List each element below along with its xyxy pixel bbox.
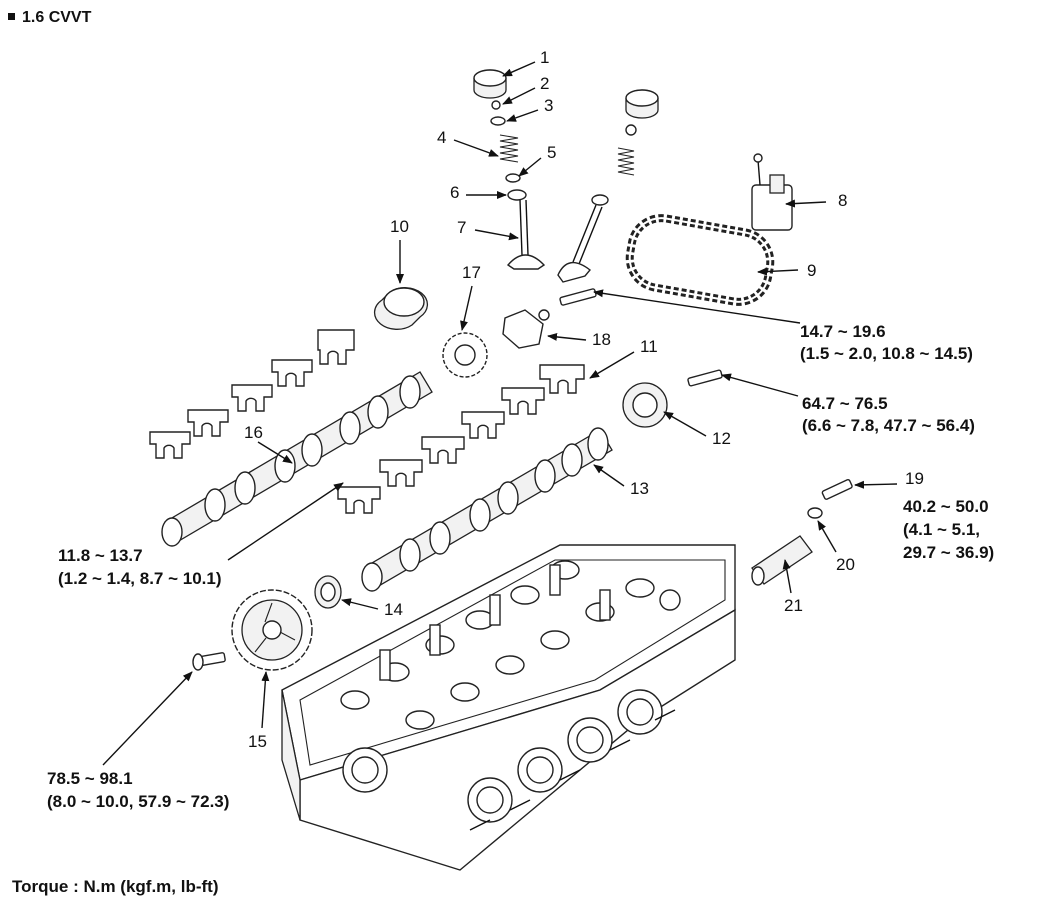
torque-spec-3-main: 40.2 ~ 50.0 (903, 497, 989, 516)
bearing-seal-10 (373, 287, 429, 330)
callout-11: 11 (640, 337, 658, 356)
bearing-caps-intake (149, 329, 355, 459)
torque-spec-ocv: 40.2 ~ 50.0 (4.1 ~ 5.1, 29.7 ~ 36.9) (903, 497, 994, 562)
callout-19: 19 (905, 469, 924, 488)
callout-5: 5 (547, 143, 556, 162)
torque-spec-1-main: 14.7 ~ 19.6 (800, 322, 886, 341)
oil-seal-14 (314, 575, 342, 609)
valve-assembly-right (557, 89, 659, 283)
bolts (559, 288, 853, 500)
torque-spec-sprocket-bolt: 64.7 ~ 76.5 (6.6 ~ 7.8, 47.7 ~ 56.4) (721, 373, 975, 435)
valve-assembly-left (473, 69, 546, 270)
callout-8: 8 (838, 191, 847, 210)
title-bullet (8, 13, 15, 20)
torque-spec-5-main: 78.5 ~ 98.1 (47, 769, 133, 788)
callouts: 1 2 3 4 5 6 7 8 9 10 11 12 13 14 15 16 1… (244, 48, 924, 751)
callout-4: 4 (437, 128, 446, 147)
camshaft-16 (161, 371, 433, 547)
exhaust-sprocket-17 (442, 332, 488, 378)
title-block: 1.6 CVVT (8, 9, 92, 26)
torque-unit-note: Torque : N.m (kgf.m, lb-ft) (12, 877, 219, 896)
chain-tensioner (751, 153, 793, 231)
callout-10: 10 (390, 217, 409, 236)
timing-chain (625, 214, 775, 306)
page-title: 1.6 CVVT (22, 9, 92, 26)
torque-spec-2-sub: (6.6 ~ 7.8, 47.7 ~ 56.4) (802, 416, 975, 435)
callout-3: 3 (544, 96, 553, 115)
callout-12: 12 (712, 429, 731, 448)
cam-sprocket-15 (231, 589, 313, 671)
torque-spec-bearing-cap: 11.8 ~ 13.7 (1.2 ~ 1.4, 8.7 ~ 10.1) (58, 482, 344, 588)
torque-specs: 14.7 ~ 19.6 (1.5 ~ 2.0, 10.8 ~ 14.5) 64.… (47, 289, 994, 811)
exhaust-ports (342, 689, 663, 823)
cam-lobes-16 (204, 375, 421, 522)
cam-lobes-13 (399, 427, 609, 572)
torque-spec-4-main: 11.8 ~ 13.7 (58, 546, 143, 565)
torque-spec-3-sub1: (4.1 ~ 5.1, (903, 520, 980, 539)
head-studs (469, 709, 676, 831)
torque-spec-2-main: 64.7 ~ 76.5 (802, 394, 888, 413)
rotor-18 (502, 309, 550, 349)
callout-21: 21 (784, 596, 803, 615)
callout-2: 2 (540, 74, 549, 93)
head-guides (379, 564, 611, 681)
callout-7: 7 (457, 218, 466, 237)
callout-9: 9 (807, 261, 816, 280)
ocv-filter-20-21 (751, 507, 823, 586)
bearing-caps-exhaust (337, 364, 585, 514)
torque-spec-cam-sprocket: 78.5 ~ 98.1 (8.0 ~ 10.0, 57.9 ~ 72.3) (47, 671, 229, 811)
callout-20: 20 (836, 555, 855, 574)
callout-16: 16 (244, 423, 263, 442)
callout-17: 17 (462, 263, 481, 282)
torque-spec-4-sub: (1.2 ~ 1.4, 8.7 ~ 10.1) (58, 569, 222, 588)
callout-13: 13 (630, 479, 649, 498)
torque-spec-1-sub: (1.5 ~ 2.0, 10.8 ~ 14.5) (800, 344, 973, 363)
torque-spec-3-sub2: 29.7 ~ 36.9) (903, 543, 994, 562)
cylinder-head (281, 544, 736, 871)
cvvt-assembly-12 (622, 382, 668, 428)
callout-6: 6 (450, 183, 459, 202)
callout-18: 18 (592, 330, 611, 349)
callout-1: 1 (540, 48, 549, 67)
callout-14: 14 (384, 600, 403, 619)
camshaft-13 (361, 427, 613, 592)
sprocket-bolt (192, 652, 226, 671)
torque-spec-5-sub: (8.0 ~ 10.0, 57.9 ~ 72.3) (47, 792, 229, 811)
torque-spec-cvvt-bolt: 14.7 ~ 19.6 (1.5 ~ 2.0, 10.8 ~ 14.5) (593, 289, 973, 363)
callout-15: 15 (248, 732, 267, 751)
